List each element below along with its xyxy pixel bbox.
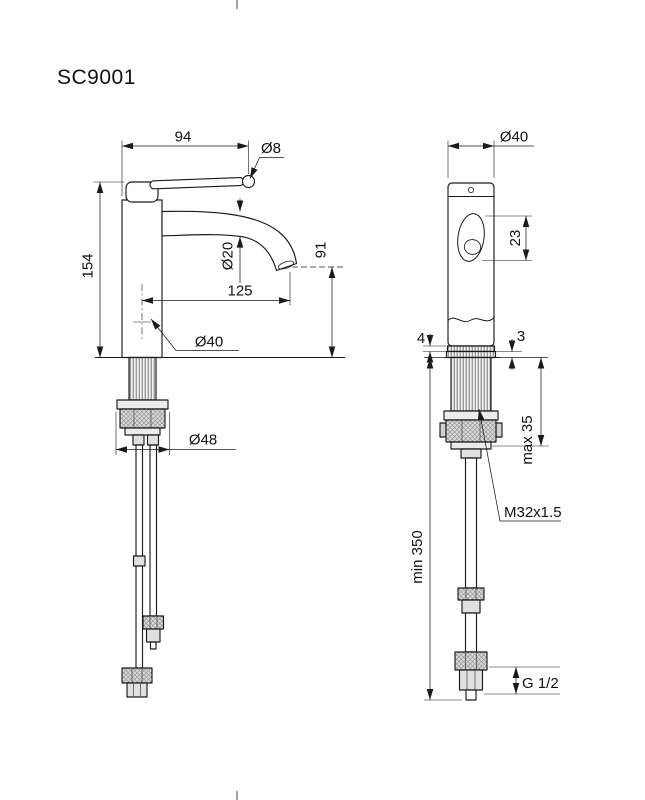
dim-label-91: 91: [313, 242, 330, 259]
dim-label-d20: Ø20: [220, 242, 237, 270]
hose-stub-right: [149, 641, 157, 650]
mounting-nut: [119, 408, 166, 429]
mounting-thread: [128, 356, 157, 401]
hose-fitting-left-hex: [121, 667, 153, 684]
break-wave-line: [447, 317, 495, 323]
hose-fitting-left-body: [126, 682, 148, 698]
aerator-outlet: [277, 260, 295, 270]
dim-outlet-window: 23: [482, 215, 532, 261]
spout-front-window: [457, 213, 485, 262]
dim-total-height: 154: [80, 181, 124, 358]
front-view: Ø40 23 4 3 max 35 M32x1.: [409, 129, 562, 701]
dim-trim-lower: 3: [496, 328, 525, 370]
supply-hose-front-lower: [464, 612, 478, 653]
dim-label-max35: max 35: [519, 415, 536, 464]
hose-nipple-left: [132, 434, 145, 446]
dim-trim-upper: 4: [417, 330, 446, 363]
trim-ring-lower: [445, 350, 497, 359]
dim-label-min350: min 350: [409, 530, 426, 583]
dim-label-3: 3: [517, 328, 525, 345]
dim-handle-dia: Ø8: [249, 140, 284, 179]
dim-label-d40-side: Ø40: [195, 334, 223, 351]
clamp-screw-left: [439, 422, 447, 438]
lower-washer-front: [450, 441, 492, 450]
faucet-body-front: [447, 182, 495, 347]
dim-body-dia-front: Ø40: [447, 129, 534, 178]
dim-base-washer-dia: Ø48: [115, 412, 236, 455]
horseshoe-washer-front: [443, 410, 499, 421]
connector-body: [458, 669, 484, 691]
horseshoe-washer: [116, 399, 169, 410]
lever-handle: [149, 176, 245, 190]
dim-spout-dia: Ø20: [220, 198, 244, 283]
outlet-front: [463, 239, 482, 255]
hose-fitting-right-body: [145, 628, 161, 643]
dim-label-94: 94: [175, 129, 192, 146]
connector-stub: [465, 689, 477, 701]
dim-label-g12: G 1/2: [522, 675, 559, 692]
spout: [161, 210, 298, 272]
hose-joint: [132, 555, 146, 567]
dim-label-154: 154: [80, 253, 97, 278]
dim-label-d40-front: Ø40: [500, 129, 528, 146]
dim-label-125: 125: [227, 283, 252, 300]
cap-screw-hole: [467, 186, 474, 193]
clamp-screw-right: [495, 422, 503, 438]
connector-nut-hex: [454, 651, 488, 671]
mounting-nut-front: [445, 419, 497, 443]
mounting-thread-front: [450, 356, 492, 412]
hose-nipple-right: [146, 434, 160, 446]
dim-spout-height: 91: [292, 242, 346, 358]
lever-knob: [241, 174, 256, 189]
dim-label-m32: M32x1.5: [504, 504, 562, 521]
side-view: 94 Ø8 154 Ø20 125 91: [80, 129, 346, 698]
dim-top-width: 94: [121, 129, 249, 196]
dim-mounting-thread: M32x1.5: [477, 408, 562, 522]
dim-spout-reach: 125: [133, 272, 291, 342]
dim-label-23: 23: [507, 230, 524, 247]
dim-connection-thread: G 1/2: [484, 666, 560, 695]
hose-fitting-body-front: [461, 599, 481, 614]
supply-hose-right: [149, 444, 158, 617]
dim-body-dia-side: Ø40: [150, 318, 239, 351]
dim-label-d8: Ø8: [261, 140, 281, 157]
supply-hose-front: [464, 457, 478, 589]
dim-min-hose-length: min 350: [409, 357, 462, 701]
dim-label-d48: Ø48: [189, 432, 217, 449]
front-faucet-outline: [424, 182, 548, 701]
dim-max-deck-thickness: max 35: [492, 357, 549, 465]
trim-ring-upper: [446, 345, 496, 353]
lower-washer: [124, 427, 161, 436]
hose-nipple-front: [460, 448, 482, 459]
side-faucet-outline: [95, 174, 345, 698]
hose-fitting-right-hex: [142, 615, 165, 630]
hose-fitting-hex-front: [457, 587, 485, 601]
model-number: SC9001: [57, 66, 136, 89]
dim-label-4: 4: [417, 330, 425, 347]
